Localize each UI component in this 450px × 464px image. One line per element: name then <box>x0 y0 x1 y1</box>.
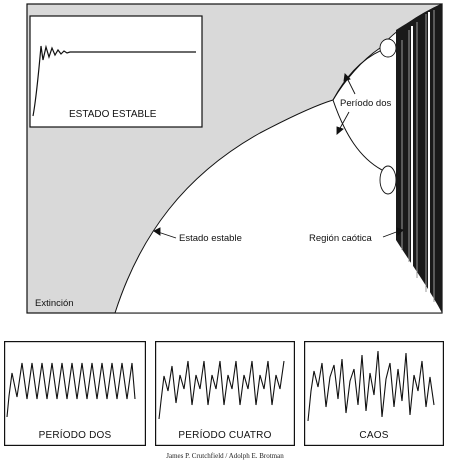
period-two-upper-branch <box>332 49 383 101</box>
chaos-trace <box>307 350 435 422</box>
panel-periodo-dos: PERÍODO DOS <box>4 341 146 446</box>
period-two-lower-branch <box>332 99 383 171</box>
panel-frame <box>304 341 444 446</box>
panel-caos: CAOS <box>304 341 444 446</box>
chaotic-texture <box>401 10 435 302</box>
panel-frame <box>155 341 295 446</box>
inset-title: ESTADO ESTABLE <box>68 109 158 120</box>
periodic-windows <box>411 12 430 296</box>
period-four-bulb-upper <box>379 38 397 58</box>
steady-state-trace <box>32 44 196 117</box>
panel-frame <box>4 341 146 446</box>
panel-periodo-cuatro: PERÍODO CUATRO <box>155 341 295 446</box>
label-extincion: Extinción <box>35 298 74 309</box>
period-four-trace <box>158 360 285 420</box>
inset-steady-state <box>29 15 203 128</box>
image-credit: James P. Crutchfield / Adolph E. Brotman <box>166 452 284 460</box>
panel-title: PERÍODO DOS <box>38 430 112 441</box>
bifurcation-diagram <box>26 3 443 314</box>
label-periodo-dos: Período dos <box>339 98 393 109</box>
label-estado-estable: Estado estable <box>178 233 243 244</box>
panel-title: PERÍODO CUATRO <box>178 430 272 441</box>
label-region-caotica: Región caótica <box>308 233 373 244</box>
period-two-trace <box>6 362 136 418</box>
panel-title: CAOS <box>359 430 389 441</box>
chaotic-region <box>396 4 442 313</box>
annotation-arrows <box>153 73 404 239</box>
period-four-bulb-lower <box>379 165 397 195</box>
